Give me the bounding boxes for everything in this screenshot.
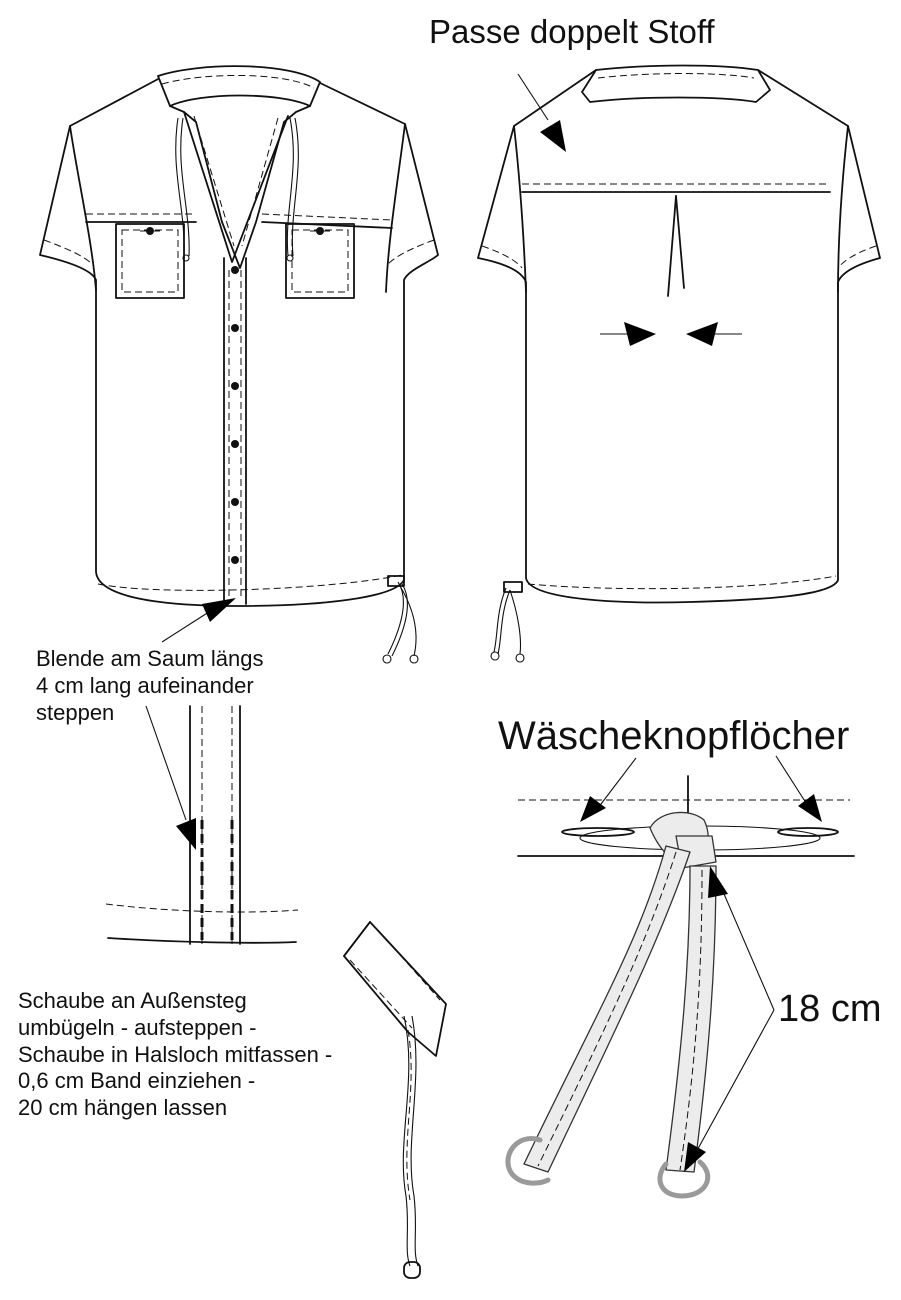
arrow-icon (798, 794, 822, 822)
annotation-line: Schaube in Halsloch mitfassen - (18, 1041, 333, 1067)
button (231, 266, 239, 274)
arrow-icon (176, 818, 196, 850)
annotation-line: Schaube an Außensteg (18, 988, 247, 1013)
annotation-passe: Passe doppelt Stoff (429, 13, 715, 50)
arrow-icon (202, 598, 236, 622)
arrow-icon (684, 1142, 706, 1172)
arrow-icon (708, 866, 728, 898)
back-view-blouse (477, 64, 881, 663)
front-view-blouse (39, 65, 439, 664)
arrow-icon (580, 796, 606, 822)
button (231, 440, 239, 448)
annotation-buttonholes: Wäscheknopflöcher (498, 714, 850, 758)
dart-marker-icon (624, 322, 656, 346)
button (231, 556, 239, 564)
button (231, 498, 239, 506)
placket-hem-detail (105, 705, 299, 945)
annotation-length: 18 cm (778, 988, 882, 1030)
annotation-line: Blende am Saum längs (36, 646, 264, 671)
collar-casing-detail (343, 921, 447, 1279)
annotation-schaube: Schaube an Außensteg umbügeln - aufstepp… (18, 988, 332, 1122)
annotation-line: 0,6 cm Band einziehen - (18, 1068, 256, 1094)
button (231, 382, 239, 390)
annotation-line: 4 cm lang aufeinander (36, 672, 254, 698)
buttonhole-tie-detail (505, 755, 855, 1199)
ring-icon (657, 1159, 711, 1199)
annotation-line: steppen (36, 699, 115, 725)
ring-icon (505, 1136, 551, 1186)
annotation-line: umbügeln - aufsteppen - (18, 1014, 257, 1040)
button (231, 324, 239, 332)
dart-marker-icon (686, 322, 718, 346)
annotation-blende: Blende am Saum längs 4 cm lang aufeinand… (36, 646, 263, 726)
arrow-icon (540, 120, 566, 152)
annotation-line: 20 cm hängen lassen (18, 1095, 228, 1121)
